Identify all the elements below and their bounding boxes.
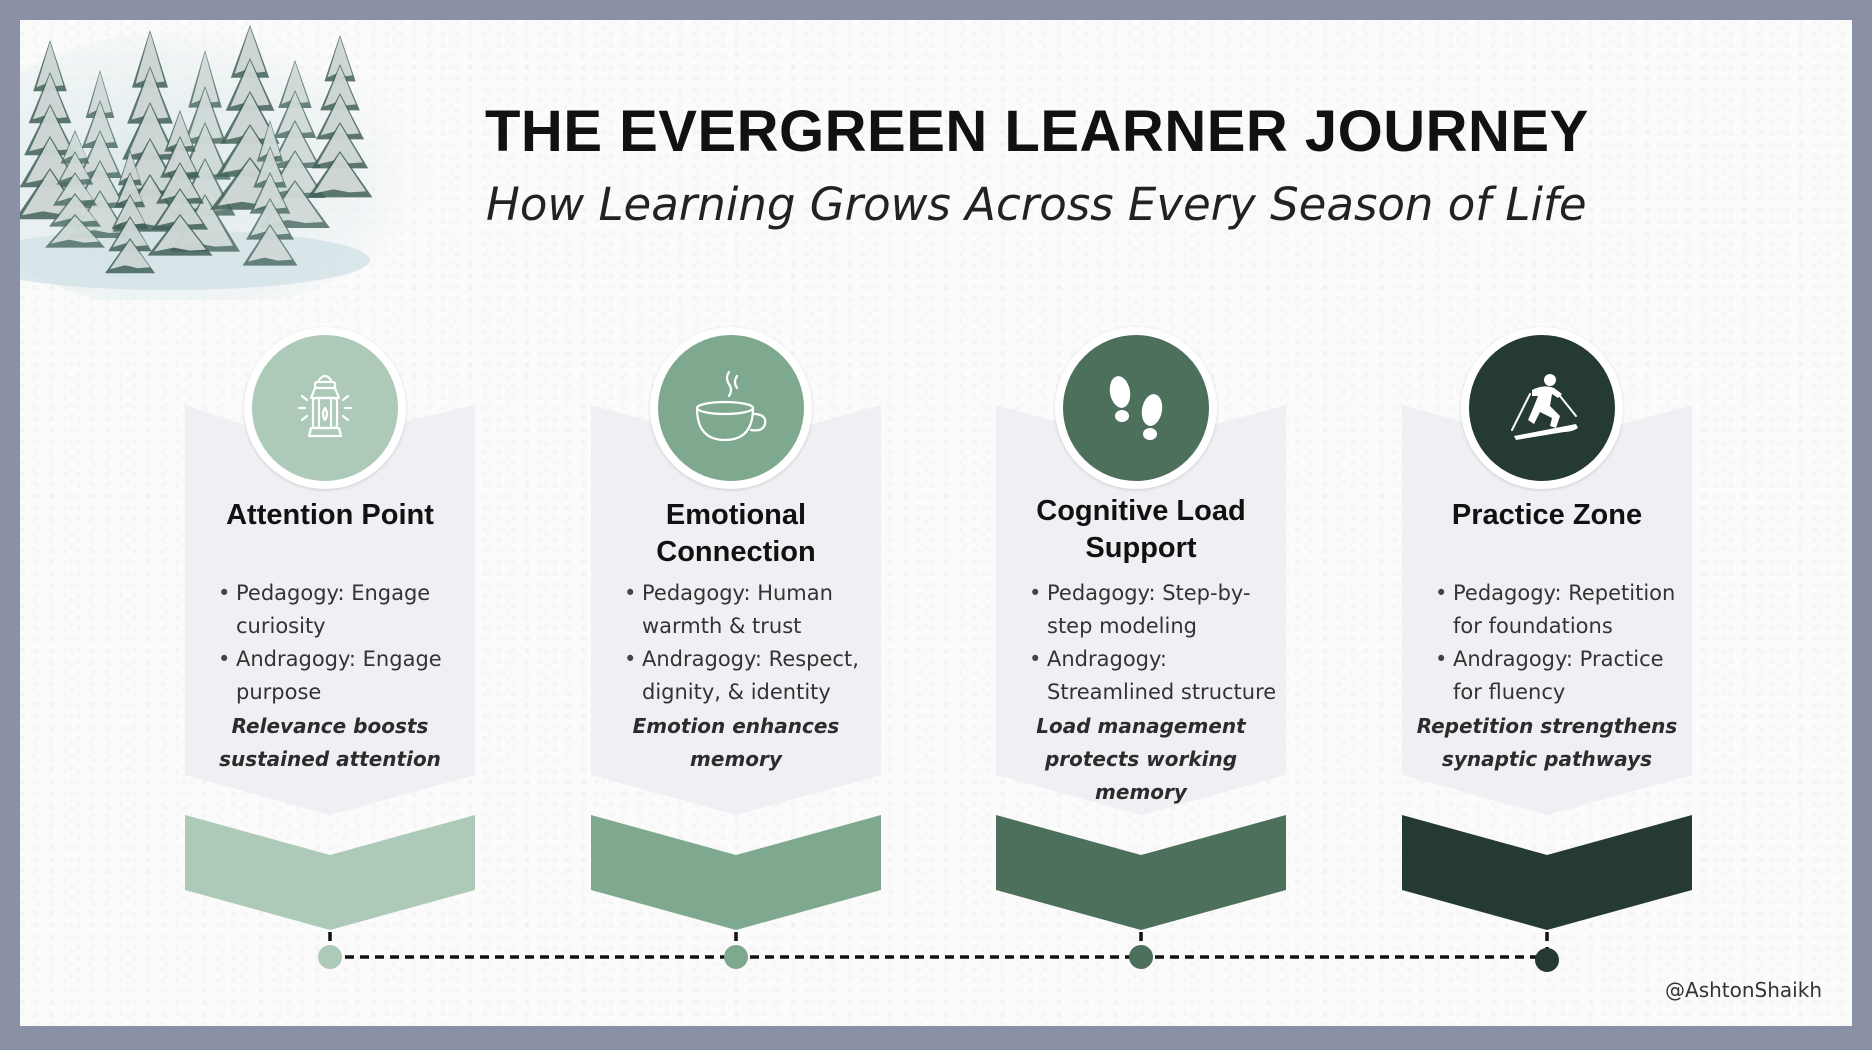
timeline-node-emotional [724, 945, 748, 969]
stage-chevron-practice [1402, 815, 1692, 930]
timeline-node-practice [1535, 948, 1559, 972]
stage-bullets: Pedagogy: Step-by-step modeling Andragog… [1029, 577, 1281, 709]
stage-takeaway: Repetition strengthens synaptic pathways [1416, 714, 1678, 771]
stage-title: Practice Zone [1451, 499, 1643, 531]
stage-icon-circle [244, 327, 406, 489]
bullet-andragogy: Andragogy: Respect, dignity, & identity [624, 643, 876, 709]
pine-tree [45, 130, 105, 248]
stage-bullets: Pedagogy: Engage curiosity Andragogy: En… [218, 577, 470, 709]
pine-tree [242, 120, 298, 266]
stage-bullets: Pedagogy: Repetition for foundations And… [1435, 577, 1687, 709]
bullet-pedagogy: Pedagogy: Engage curiosity [218, 577, 470, 643]
stage-takeaway: Relevance boosts sustained attention [219, 714, 441, 771]
bullet-andragogy: Andragogy: Engage purpose [218, 643, 470, 709]
forest-illustration [20, 25, 430, 300]
timeline-node-attention [318, 945, 342, 969]
stage-title: Emotional Connection [656, 499, 816, 568]
footprints-icon [1109, 376, 1163, 440]
stage-takeaway: Emotion enhances memory [632, 714, 840, 771]
bullet-andragogy: Andragogy: Practice for fluency [1435, 643, 1687, 709]
stage-icon-circle [1055, 327, 1217, 489]
stage-chevron-cognitive [996, 815, 1286, 930]
bullet-pedagogy: Pedagogy: Step-by-step modeling [1029, 577, 1281, 643]
infographic-canvas: THE EVERGREEN LEARNER JOURNEY How Learni… [20, 20, 1852, 1026]
bullet-pedagogy: Pedagogy: Human warmth & trust [624, 577, 876, 643]
stage-title: Cognitive Load Support [1036, 495, 1246, 564]
skier-icon [1511, 374, 1578, 440]
stage-bullets: Pedagogy: Human warmth & trust Andragogy… [624, 577, 876, 709]
stage-takeaway: Load management protects working memory [1036, 714, 1246, 804]
pine-tree [307, 35, 373, 198]
stage-icon-circle [650, 327, 812, 489]
bullet-andragogy: Andragogy: Streamlined structure [1029, 643, 1281, 709]
pine-tree [147, 110, 213, 256]
timeline-node-cognitive [1129, 945, 1153, 969]
page-subtitle: How Learning Grows Across Every Season o… [486, 178, 1587, 231]
stage-chevron-emotional [591, 815, 881, 930]
lantern-icon [297, 374, 353, 438]
stage-title: Attention Point [226, 499, 434, 531]
stage-icon-circle [1461, 327, 1623, 489]
pine-tree [105, 150, 155, 274]
stage-card-emotional: Emotional Connection Pedagogy: Human war… [591, 327, 881, 825]
bullet-pedagogy: Pedagogy: Repetition for foundations [1435, 577, 1687, 643]
author-handle: @AshtonShaikh [1665, 978, 1822, 1002]
stage-card-attention: Attention Point Pedagogy: Engage curiosi… [185, 327, 475, 825]
stage-chevron-attention [185, 815, 475, 930]
stage-card-practice: Practice Zone Pedagogy: Repetition for f… [1402, 327, 1692, 825]
coffee-cup-icon [695, 370, 767, 442]
page-title: THE EVERGREEN LEARNER JOURNEY [485, 99, 1589, 164]
timeline-dashes [328, 932, 1549, 959]
stage-card-cognitive: Cognitive Load Support Pedagogy: Step-by… [996, 327, 1286, 825]
